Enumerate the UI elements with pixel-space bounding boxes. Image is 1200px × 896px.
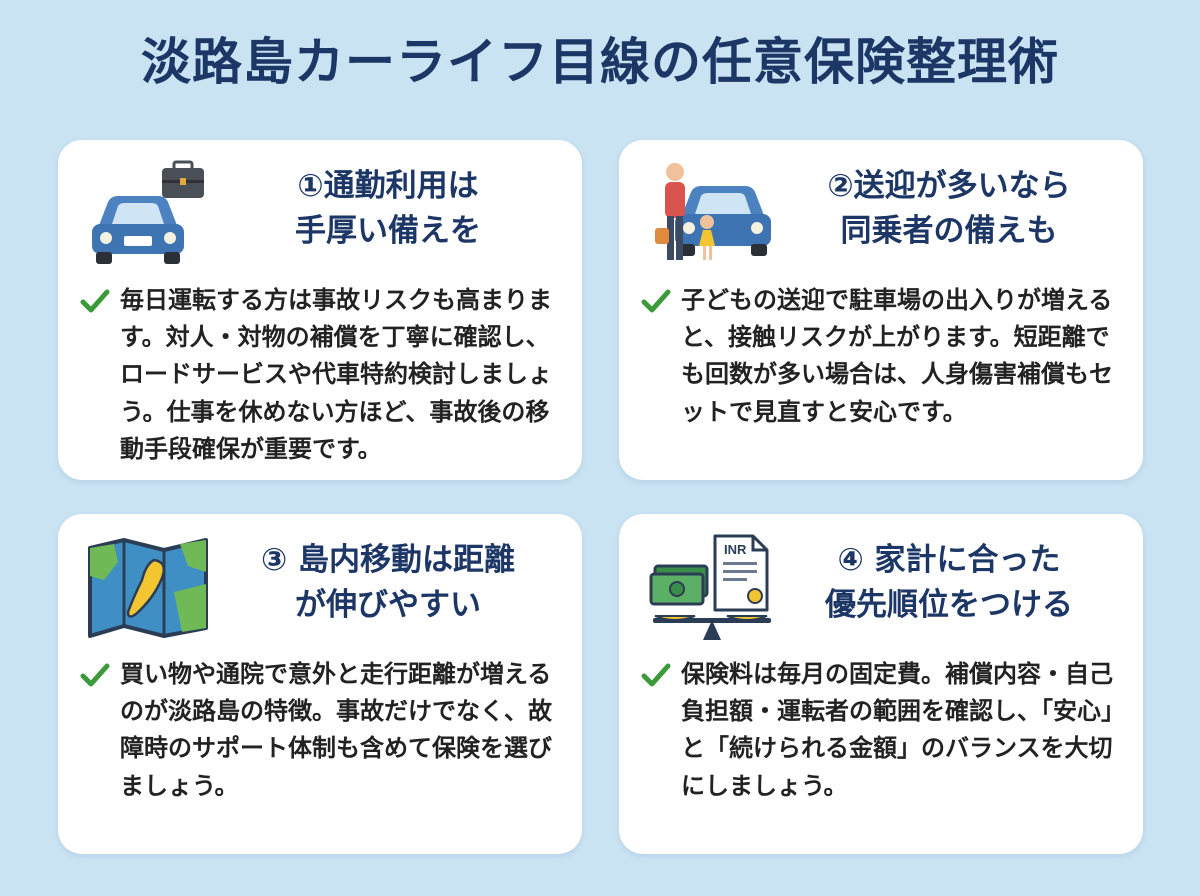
card-heading-line: が伸びやすい [295, 586, 481, 623]
car-briefcase-icon [92, 160, 204, 264]
page-title: 淡路島カーライフ目線の任意保険整理術 [141, 33, 1059, 91]
family-car-icon [655, 163, 771, 260]
card-body: 保険料は毎月の固定費。補償内容・自己負担額・運転者の範囲を確認し、「安心」と「続… [681, 660, 1125, 800]
document-label: INR [724, 542, 747, 557]
card-household-budget: INR ④ 家計に合った 優先順位をつける 保険料は毎月の固定費。補償内容・自己… [619, 514, 1143, 854]
card-heading: ③ 島内移動は距離 が伸びやすい [218, 538, 558, 628]
card-heading-line: ②送迎が多いなら [827, 168, 1071, 204]
card-heading-line: 手厚い備えを [295, 212, 481, 249]
check-icon [641, 663, 671, 687]
card-body: 子どもの送迎で駐車場の出入りが増えると、接触リスクが上がります。短距離でも回数が… [681, 286, 1113, 426]
card-heading-line: ③ 島内移動は距離 [260, 542, 516, 578]
card-body: 毎日運転する方は事故リスクも高まります。対人・対物の補償を丁寧に確認し、ロードサ… [120, 286, 552, 463]
check-icon [80, 663, 110, 687]
money-balance-icon: INR [649, 534, 771, 640]
card-heading-line: ④ 家計に合った [837, 542, 1061, 578]
card-heading-line: 同乗者の備えも [840, 212, 1058, 249]
card-heading: ②送迎が多いなら 同乗者の備えも [779, 164, 1119, 254]
card-heading-line: ①通勤利用は [297, 168, 479, 204]
card-commute: ①通勤利用は 手厚い備えを 毎日運転する方は事故リスクも高まります。対人・対物の… [58, 140, 582, 480]
card-heading: ④ 家計に合った 優先順位をつける [779, 538, 1119, 628]
card-body: 買い物や通院で意外と走行距離が増えるのが淡路島の特徴。事故だけでなく、故障時のサ… [120, 660, 552, 800]
check-icon [80, 289, 110, 313]
card-heading-line: 優先順位をつける [825, 586, 1073, 623]
island-map-icon [88, 538, 208, 638]
card-pickup: ②送迎が多いなら 同乗者の備えも 子どもの送迎で駐車場の出入りが増えると、接触リ… [619, 140, 1143, 480]
card-heading: ①通勤利用は 手厚い備えを [218, 164, 558, 254]
check-icon [641, 289, 671, 313]
card-island-travel: ③ 島内移動は距離 が伸びやすい 買い物や通院で意外と走行距離が増えるのが淡路島… [58, 514, 582, 854]
